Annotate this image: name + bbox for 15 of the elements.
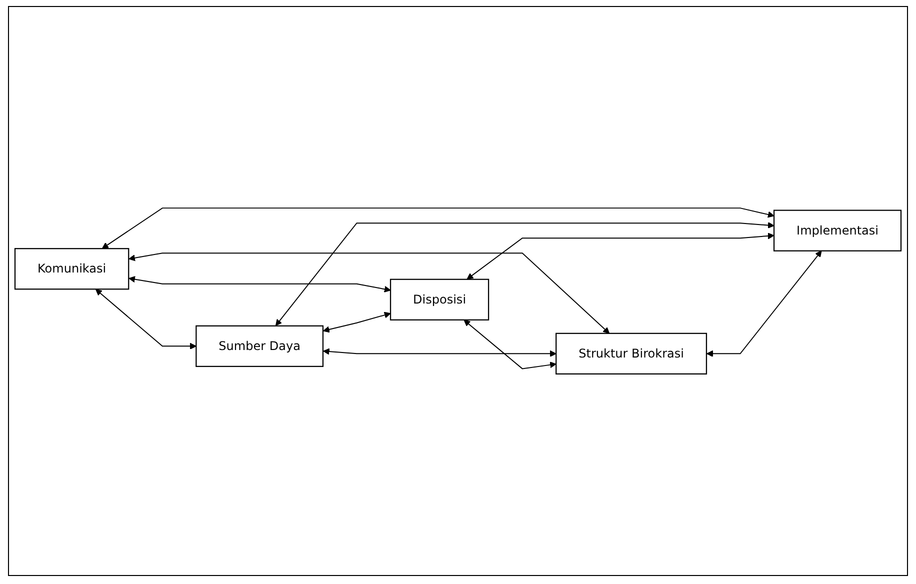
node-box: Struktur Birokrasi [556, 332, 708, 374]
arrow [322, 312, 391, 333]
node-box: Komunikasi [14, 248, 130, 290]
arrow [466, 232, 774, 280]
arrow [95, 289, 196, 350]
node-box: Sumber Daya [196, 325, 324, 367]
arrow [322, 348, 556, 357]
node-box: Disposisi [390, 278, 490, 320]
arrow [102, 208, 774, 249]
arrow [464, 320, 556, 370]
arrow [128, 276, 391, 292]
node-box: Implementasi [773, 210, 902, 252]
arrow [128, 252, 610, 334]
arrow [706, 250, 822, 357]
arrow [275, 222, 774, 326]
